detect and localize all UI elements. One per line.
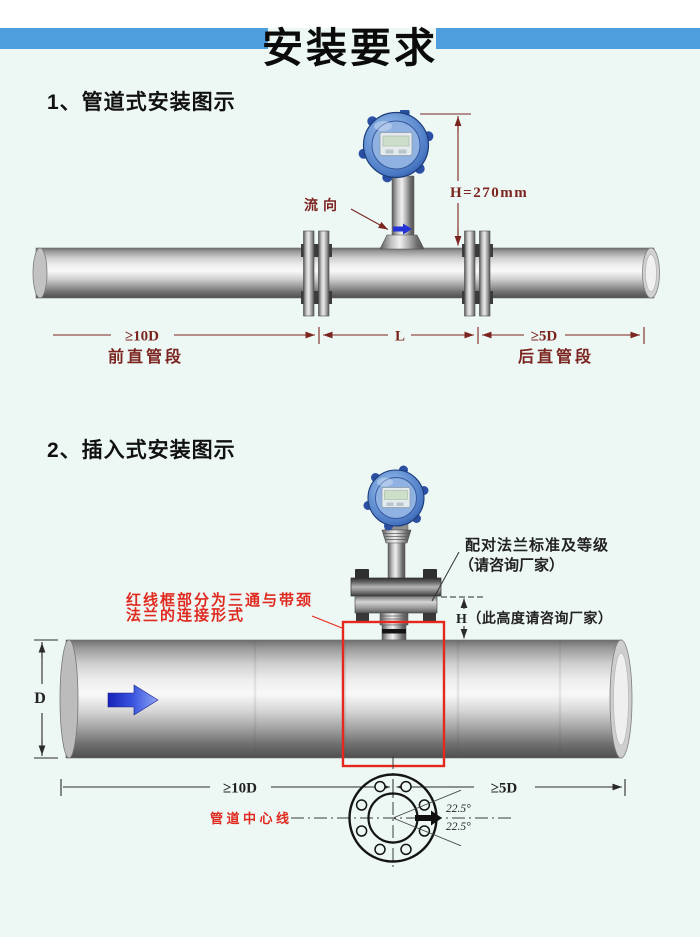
top-white-strip [0,0,700,28]
flow-direction-arrow-icon [393,223,412,235]
diameter-dimension [34,639,58,759]
height-dimension-1 [420,113,471,246]
dim-middle-label: L [395,329,405,345]
mating-flange-assembly [350,569,442,641]
pipe2-bore [613,652,629,746]
flange-lower-plate [354,595,438,614]
dim-front-label-2: ≥10D [223,781,257,797]
dimension-chain-2 [60,779,626,796]
height-dimension-2 [441,596,486,639]
flange-note-line2: （请咨询厂家） [459,556,564,574]
flow-arrow-icon [107,684,159,716]
page-title: 安装要求 [262,25,438,71]
o-ring [382,629,406,634]
height-dimension-label: H=270mm [450,185,528,201]
pipe1-left-cap [32,247,48,299]
title-bar-left [0,28,268,49]
dim-rear-label-1: ≥5D [531,329,558,345]
meter1-head [358,110,434,183]
red-note-line2: 法兰的连接形式 [126,606,245,624]
section2-heading: 2、插入式安装图示 [47,439,236,462]
pipeline-installation-diagram: H=270mm 流向 ≥10D L ≥5D 前直管段 后直管段 [32,110,660,366]
flow-label-leader [350,208,389,230]
meter2-lcd [384,490,408,500]
insertion-direction-arrow-icon [415,810,442,826]
dim-front-label-1: ≥10D [125,329,159,345]
red-note-leader [311,615,343,629]
angle-lower-label: 22.5° [446,821,471,833]
flange-note-leader [431,551,460,602]
red-note-line1: 红线框部分为三通与带颈 [126,591,313,609]
pipe-section2 [59,639,633,759]
flange-note-line1: 配对法兰标准及等级 [465,536,609,554]
angle-line-lower [392,817,462,847]
angle-upper-label: 22.5° [446,803,471,815]
front-straight-run-label: 前直管段 [108,347,184,366]
meter2-head [363,465,429,531]
flange-pair-left [301,230,332,317]
meter1-hex-nut [379,234,425,250]
flange-upper-plate [350,577,442,597]
rear-straight-run-label: 后直管段 [518,347,594,366]
height-note: H（此高度请咨询厂家） [456,610,612,627]
flow-label: 流向 [304,197,342,214]
dim-rear-label-2: ≥5D [491,781,518,797]
diameter-label: D [34,690,46,707]
pipe-section1 [32,247,660,299]
pipe1-bore [645,254,657,292]
meter2-stem [387,541,406,581]
title-bar-right [436,28,700,49]
flow-meter-2 [363,465,429,581]
bolt-holes [355,780,431,856]
flow-meter-1 [358,110,434,250]
angle-line-upper [392,789,462,819]
dimension-chain-1 [53,327,645,344]
centerline-label: 管道中心线 [210,811,293,826]
flange-pair-right [462,230,493,317]
section1-heading: 1、管道式安装图示 [47,91,236,114]
flange-face-view: 管道中心线 22.5° 22.5° [210,756,513,867]
pipe2-left-cap [59,639,79,759]
meter1-lcd [382,135,410,147]
insertion-installation-diagram: 配对法兰标准及等级 （请咨询厂家） H（此高度请咨询厂家） 红线框部分为三通与带… [34,465,633,867]
